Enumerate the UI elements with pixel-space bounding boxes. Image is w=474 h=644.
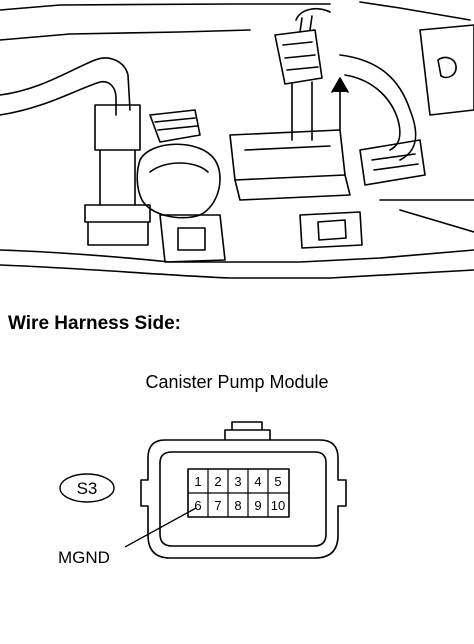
connector-diagram: S3 1 2 3 4 5 6 7 8 9 10 MGND [58, 421, 347, 567]
connector-code-label: S3 [77, 479, 98, 498]
pin-10: 10 [271, 498, 285, 513]
pin-9: 9 [254, 498, 261, 513]
pin-7: 7 [214, 498, 221, 513]
pin-4: 4 [254, 474, 261, 489]
pin-8: 8 [234, 498, 241, 513]
pin-6: 6 [194, 498, 201, 513]
pin-5: 5 [274, 474, 281, 489]
component-title: Canister Pump Module [145, 372, 329, 392]
connector-code-ellipse [59, 473, 115, 503]
connector-housing [140, 421, 347, 559]
pin-grid [188, 469, 289, 517]
mgnd-leader-line [124, 507, 197, 548]
pin-1: 1 [194, 474, 201, 489]
pin-numbers: 1 2 3 4 5 6 7 8 9 10 [194, 474, 285, 513]
engine-bay-illustration [0, 1, 474, 279]
pin-3: 3 [234, 474, 241, 489]
pin-2: 2 [214, 474, 221, 489]
mgnd-label: MGND [58, 548, 110, 567]
section-heading: Wire Harness Side: [8, 313, 182, 334]
